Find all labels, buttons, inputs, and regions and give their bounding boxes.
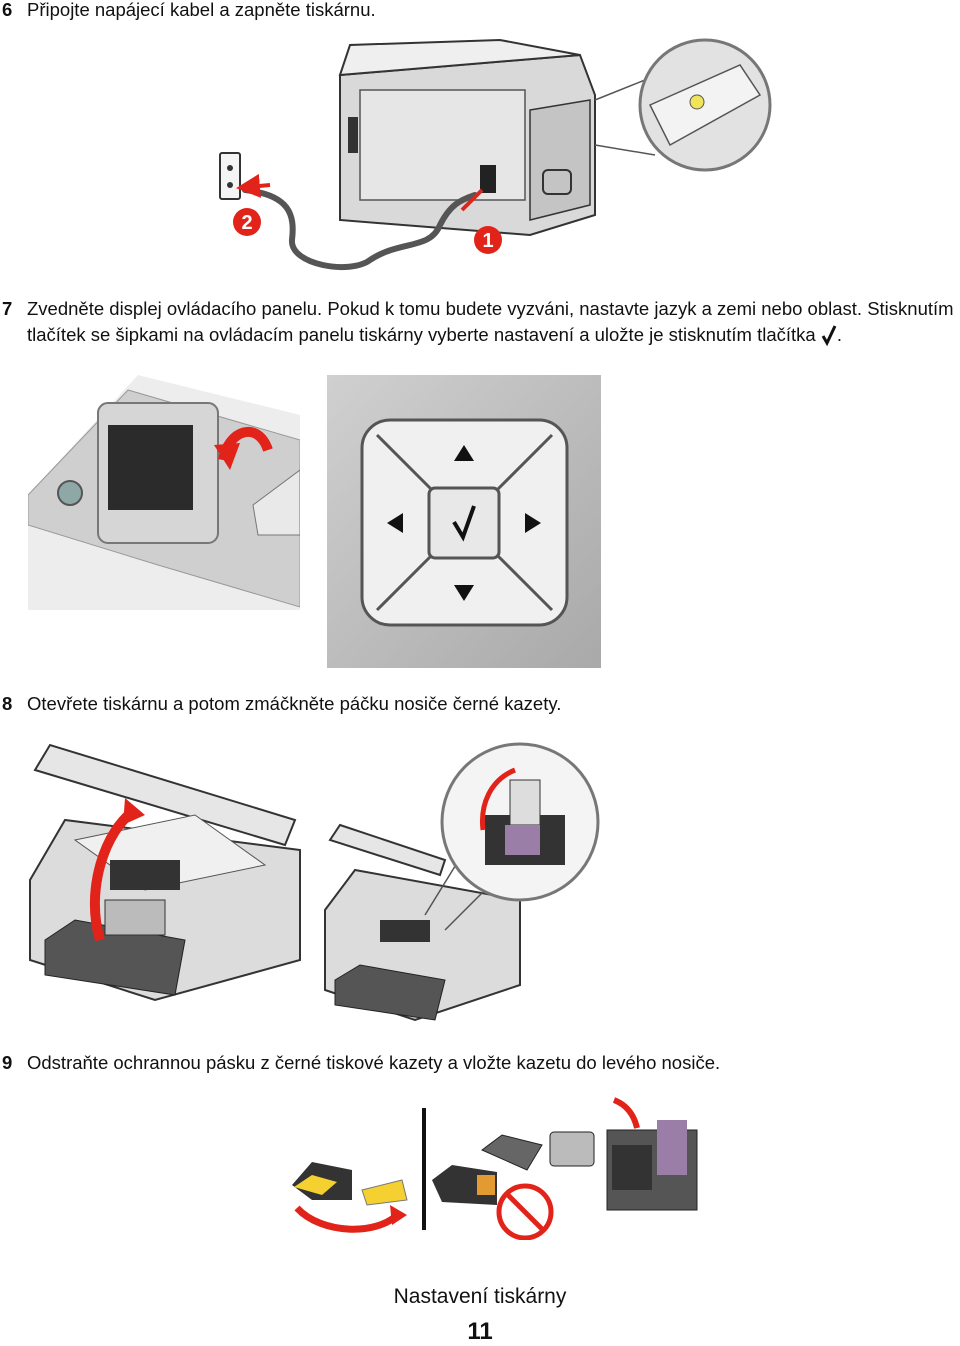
cartridge-carrier-zoom [424, 742, 600, 931]
arrow-down-button[interactable] [454, 585, 474, 601]
figure-control-panel [28, 375, 300, 610]
page-number: 11 [467, 1318, 493, 1345]
step-text: Odstraňte ochrannou pásku z černé tiskov… [27, 1052, 721, 1073]
step-text: Otevřete tiskárnu a potom zmáčkněte páčk… [27, 693, 562, 714]
step-number: 9 [2, 1052, 13, 1073]
figure-open-printer [29, 742, 600, 1022]
step-number: 6 [2, 0, 13, 20]
step-text-line1: Zvedněte displej ovládacího panelu. Poku… [27, 298, 954, 319]
power-light-zoom [594, 38, 772, 172]
cartridge-carrier [606, 1097, 698, 1211]
checkmark-icon [452, 505, 476, 542]
svg-text:2: 2 [241, 212, 252, 234]
arrow-up-button[interactable] [454, 445, 474, 461]
figure-cartridge-insert [292, 1097, 698, 1240]
plug-arrow-icon [460, 188, 484, 212]
callout-2: 2 [233, 208, 261, 236]
step-text: Připojte napájecí kabel a zapněte tiskár… [27, 0, 376, 20]
figure-power-cable: 2 1 [219, 38, 772, 270]
lever-arrow-icon [479, 767, 517, 831]
step-number: 7 [2, 298, 13, 319]
wall-outlet [219, 152, 241, 200]
power-light-icon [689, 94, 705, 110]
printer-rear [338, 38, 596, 237]
printer-open-large [29, 743, 301, 1002]
cartridge-remove-tape [292, 1162, 408, 1233]
plug-arrow-icon [236, 173, 271, 198]
arrow-left-button[interactable] [387, 513, 403, 533]
arrow-right-button[interactable] [525, 513, 541, 533]
cartridge-no-touch [432, 1131, 595, 1240]
display-screen [97, 402, 219, 544]
power-button-icon [57, 480, 83, 506]
step-number: 8 [2, 693, 13, 714]
power-cable [242, 187, 478, 270]
remove-arrow-icon [294, 1205, 400, 1233]
checkmark-icon [821, 325, 837, 346]
callout-1: 1 [474, 226, 502, 254]
svg-text:1: 1 [482, 230, 493, 252]
footer-section-title: Nastavení tiskárny [393, 1285, 567, 1308]
figure-arrow-pad [327, 375, 601, 668]
printer-open-small [324, 823, 521, 1022]
insert-arrow-icon [612, 1097, 640, 1129]
step-text-line2: tlačítek se šipkami na ovládacím panelu … [27, 324, 816, 345]
ok-button[interactable] [427, 486, 501, 560]
